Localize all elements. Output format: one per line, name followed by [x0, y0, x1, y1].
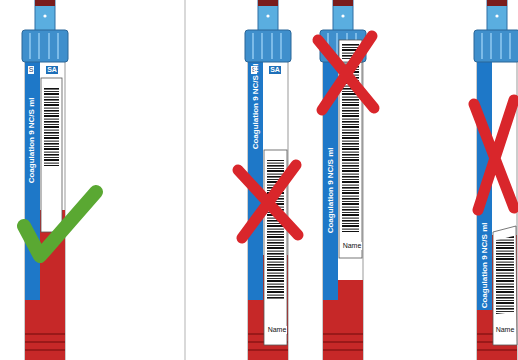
maker-mark: SA — [269, 66, 281, 74]
name-field: Name — [267, 326, 288, 334]
tube-type: Coagulation 9 NC/S ml — [326, 146, 335, 234]
tube-type: Coagulation 9 NC/S ml — [28, 96, 37, 184]
tube-type: Coagulation 9 NC/S ml — [251, 62, 260, 150]
tube-code: S — [28, 66, 35, 74]
name-field: Name — [495, 326, 516, 334]
tube-type: Coagulation 9 NC/S ml — [480, 221, 489, 309]
name-field: Name — [342, 242, 363, 250]
maker-mark: SA — [46, 66, 58, 74]
